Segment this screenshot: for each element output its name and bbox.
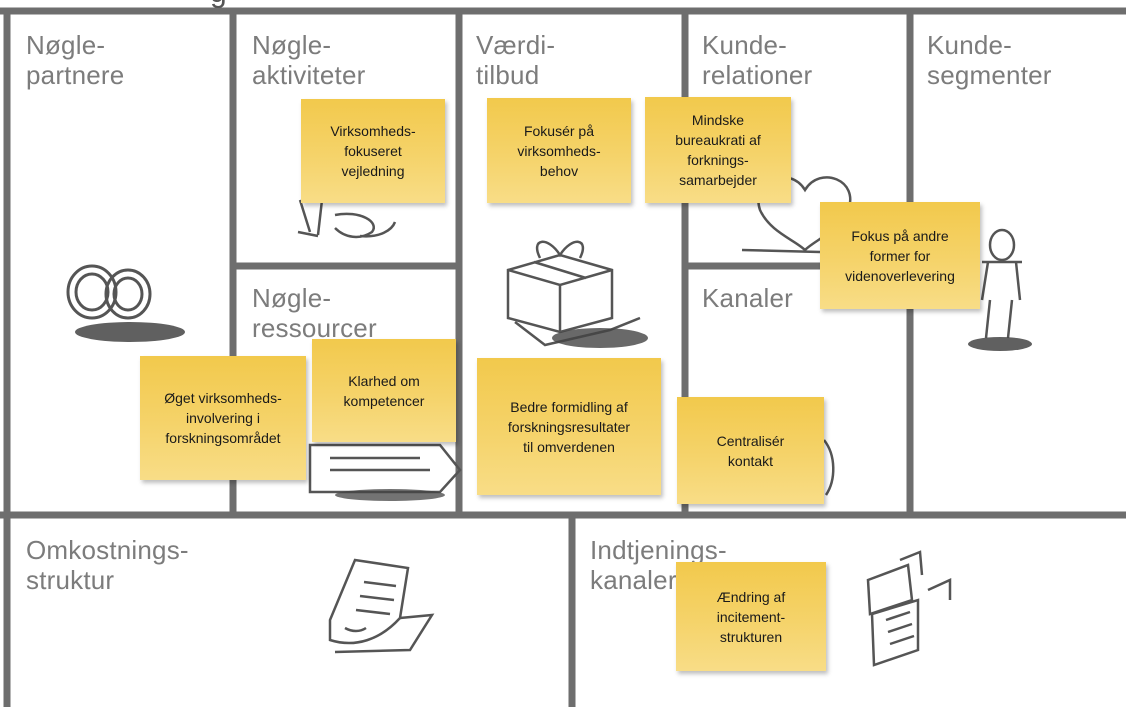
truck-icon: [822, 439, 835, 496]
block-title-key-resources: Nøgle- ressourcer: [252, 283, 377, 343]
block-title-cost-structure: Omkostnings- struktur: [26, 535, 189, 595]
sticky-note-activities: Virksomheds- fokuseret vejledning: [301, 99, 445, 203]
sticky-note-channels: Centralisér kontakt: [677, 397, 824, 504]
canvas-title-fragment: g: [210, 0, 227, 8]
sticky-note-segments: Fokus på andre former for videnoverlever…: [820, 202, 980, 309]
block-title-revenue-streams: Indtjenings- kanaler: [590, 535, 727, 595]
block-title-channels: Kanaler: [702, 283, 794, 313]
block-title-key-activities: Nøgle- aktiviteter: [252, 30, 366, 90]
block-title-customer-segments: Kunde- segmenter: [927, 30, 1052, 90]
receipt-icon: [328, 558, 435, 654]
sticky-note-relations: Mindske bureaukrati af forknings- samarb…: [645, 97, 791, 203]
sticky-note-resources: Klarhed om kompetencer: [312, 339, 456, 442]
machine-icon: [308, 443, 462, 501]
gift-icon: [506, 240, 648, 348]
person-icon: [968, 228, 1032, 351]
sticky-note-revenue: Ændring af incitement- strukturen: [676, 562, 826, 671]
block-title-key-partners: Nøgle- partnere: [26, 30, 125, 90]
sticky-note-partners: Øget virksomheds- involvering i forsknin…: [140, 356, 306, 480]
sticky-note-value-2: Bedre formidling af forskningsresultater…: [477, 358, 661, 495]
block-title-customer-relationships: Kunde- relationer: [702, 30, 813, 90]
cash-register-icon: [866, 550, 952, 667]
sticky-note-value-1: Fokusér på virksomheds- behov: [487, 98, 631, 203]
worker-icon: [297, 199, 397, 239]
block-title-value-proposition: Værdi- tilbud: [476, 30, 556, 90]
rings-icon: [66, 264, 185, 342]
